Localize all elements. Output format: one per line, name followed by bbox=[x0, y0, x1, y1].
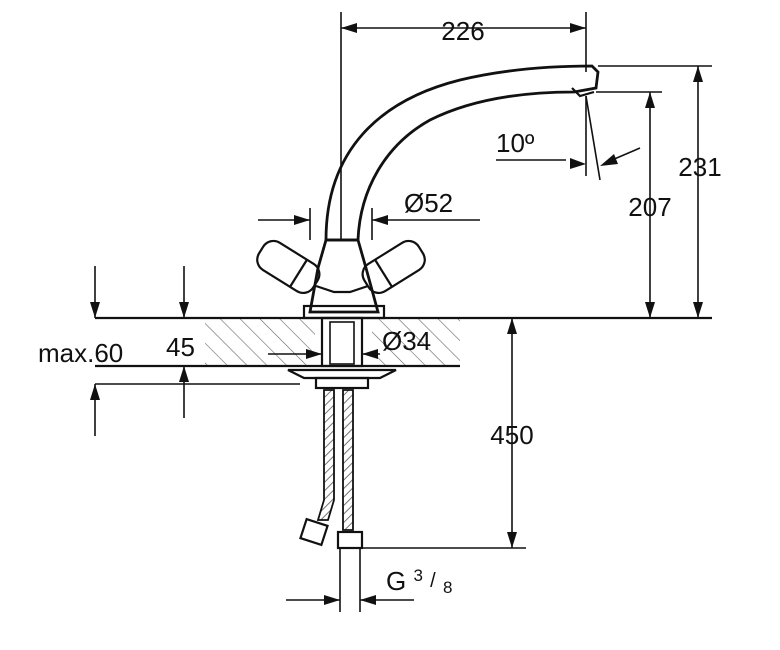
dim-hole-diameter: Ø34 bbox=[268, 326, 431, 359]
thread-numerator: 3 bbox=[413, 566, 422, 585]
left-hose-nut bbox=[299, 517, 329, 547]
spout bbox=[324, 64, 600, 242]
dim-thread: G 3 / 8 bbox=[286, 548, 452, 612]
right-hose-nut bbox=[336, 530, 364, 550]
shank bbox=[320, 316, 364, 368]
countertop bbox=[95, 316, 712, 385]
left-handle bbox=[256, 239, 321, 295]
dim-spout-angle-label: 10º bbox=[496, 128, 535, 158]
countertop-section-right bbox=[372, 318, 460, 366]
dim-base-diameter-label: Ø52 bbox=[404, 188, 453, 218]
dim-hose-length-label: 450 bbox=[490, 420, 533, 450]
right-handle bbox=[361, 239, 426, 295]
dim-total-height: 231 bbox=[598, 65, 722, 318]
dim-max-thickness-label: max.60 bbox=[38, 338, 123, 368]
dim-max-thickness: max.60 bbox=[38, 266, 123, 436]
handle-connector bbox=[315, 284, 369, 294]
dim-spout-angle: 10º bbox=[496, 95, 641, 181]
dim-fixing-depth-label: 45 bbox=[166, 332, 195, 362]
shank-inner bbox=[329, 321, 355, 365]
fixing-nut bbox=[314, 376, 370, 390]
spout-outlet bbox=[571, 87, 595, 98]
dim-fixing-depth: 45 bbox=[166, 266, 205, 418]
dim-total-height-label: 231 bbox=[678, 152, 721, 182]
dim-outlet-height-label: 207 bbox=[628, 192, 671, 222]
dim-outlet-height: 207 bbox=[596, 91, 672, 318]
fixing-plate bbox=[287, 368, 397, 380]
dim-hose-length: 450 bbox=[360, 318, 534, 549]
dim-spout-reach-label: 226 bbox=[441, 16, 484, 46]
dim-thread-label: G 3 / 8 bbox=[386, 557, 452, 597]
left-hose bbox=[316, 389, 335, 521]
thread-denominator: 8 bbox=[443, 578, 452, 597]
thread-prefix: G bbox=[386, 566, 406, 596]
right-hose bbox=[342, 389, 354, 531]
thread-slash: / bbox=[430, 570, 436, 592]
dim-spout-reach: 226 bbox=[340, 12, 587, 240]
countertop-section-left bbox=[205, 318, 315, 366]
faucet bbox=[256, 64, 600, 550]
dim-hole-diameter-label: Ø34 bbox=[382, 326, 431, 356]
dim-base-diameter: Ø52 bbox=[258, 188, 480, 240]
